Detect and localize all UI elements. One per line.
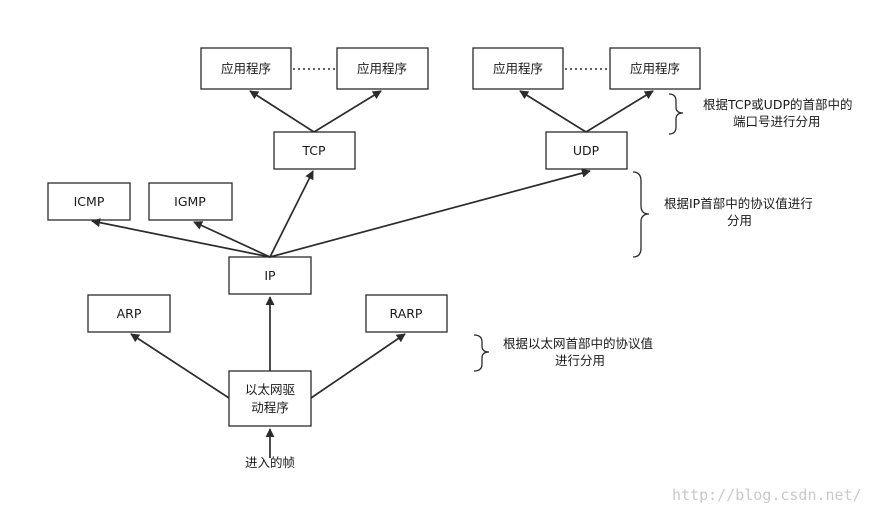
igmp-box: IGMP (148, 182, 233, 221)
arp-label: ARP (117, 306, 142, 321)
ip-label: IP (264, 268, 276, 283)
igmp-label: IGMP (174, 194, 206, 209)
app-box-4-label: 应用程序 (630, 61, 680, 76)
arrow-ip-to-igmp (193, 221, 271, 258)
app-box-3-label: 应用程序 (493, 61, 543, 76)
arrow-ip-to-icmp (91, 218, 271, 258)
icmp-label: ICMP (74, 194, 105, 209)
rarp-label: RARP (390, 306, 423, 321)
note-network-line2: 分用 (727, 213, 752, 228)
app-box-3: 应用程序 (472, 47, 564, 90)
ethernet-driver-label-line1: 以太网驱 (245, 382, 295, 397)
note-network-line1: 根据IP首部中的协议值进行 (664, 196, 813, 211)
udp-box: UDP (545, 131, 628, 170)
arrow-udp-to-app3 (519, 90, 587, 133)
tcp-label: TCP (301, 143, 326, 158)
brace-network (632, 171, 650, 258)
arrow-tcp-to-app2 (313, 90, 382, 133)
ip-box: IP (228, 256, 312, 295)
app-box-2: 应用程序 (336, 47, 429, 90)
brace-transport (668, 93, 684, 135)
watermark-text: http://blog.csdn.net/ (672, 486, 862, 504)
app-box-1: 应用程序 (200, 47, 292, 90)
ethernet-driver-box: 以太网驱 动程序 (228, 370, 312, 427)
rarp-box: RARP (365, 294, 448, 333)
arrow-tcp-to-app1 (249, 90, 315, 133)
note-transport-line1: 根据TCP或UDP的首部中的 (703, 97, 852, 112)
app-box-2-label: 应用程序 (357, 61, 407, 76)
brace-link (473, 334, 490, 372)
arrow-ip-to-udp (269, 168, 591, 258)
arrow-udp-to-app4 (585, 90, 654, 133)
incoming-frame-label: 进入的帧 (245, 455, 295, 470)
arrow-driver-to-rarp (310, 333, 406, 399)
note-link-line1: 根据以太网首部中的协议值 (503, 336, 653, 351)
app-box-4: 应用程序 (609, 47, 701, 90)
app-box-1-label: 应用程序 (221, 61, 271, 76)
ethernet-driver-label-line2: 动程序 (251, 400, 289, 415)
arrow-driver-to-arp (130, 333, 230, 399)
arrow-ip-to-tcp (269, 170, 314, 258)
tcp-box: TCP (273, 131, 356, 170)
udp-label: UDP (573, 143, 600, 158)
icmp-box: ICMP (47, 182, 131, 221)
arp-box: ARP (87, 294, 171, 333)
note-link-line2: 进行分用 (555, 353, 605, 368)
note-transport-line2: 端口号进行分用 (733, 114, 821, 129)
